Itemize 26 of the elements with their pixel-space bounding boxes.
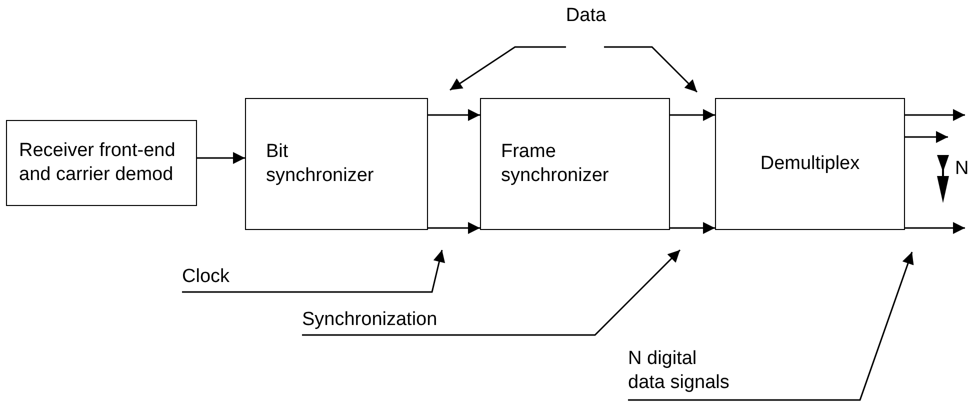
leader-line: [302, 249, 681, 336]
leader-line: [604, 46, 698, 93]
arrow: [905, 131, 948, 143]
arrow: [670, 222, 715, 234]
leader-line: [182, 250, 446, 293]
box-label: Receiver front-end and carrier demod: [19, 139, 176, 187]
data-label: Data: [564, 4, 608, 28]
synchronization-label: Synchronization: [302, 308, 438, 332]
arrow: [197, 152, 245, 164]
arrow: [428, 222, 480, 234]
process-box: [245, 98, 428, 230]
arrow: [905, 222, 965, 234]
box-label: Bit synchronizer: [266, 140, 375, 188]
arrow: [428, 109, 480, 121]
process-box: [6, 120, 197, 206]
box-label: Demultiplex: [759, 152, 861, 176]
arrow: [905, 109, 965, 121]
clock-label: Clock: [182, 265, 231, 289]
leader-line: [450, 46, 566, 91]
label-text: N: [955, 158, 969, 180]
arrow: [670, 109, 715, 121]
process-box: [480, 98, 670, 230]
process-box: [715, 98, 905, 230]
leader-line: [628, 252, 914, 401]
signals-label: N digital data signals: [628, 347, 730, 395]
box-label: Frame synchronizer: [501, 140, 610, 188]
